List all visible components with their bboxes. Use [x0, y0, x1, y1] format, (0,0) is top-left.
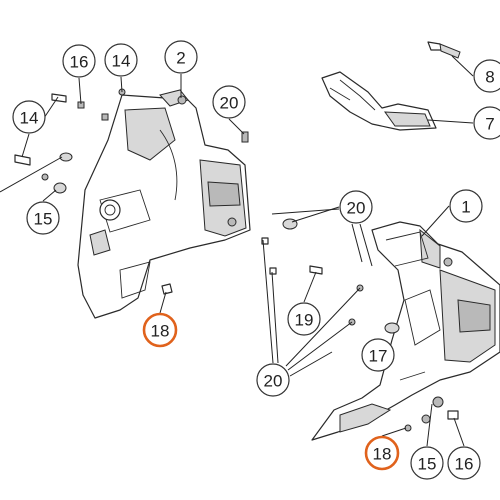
- callout-circle: [447, 446, 481, 480]
- callout-1: 1: [449, 189, 483, 223]
- callout-18: 18: [364, 435, 400, 471]
- callout-14: 14: [12, 100, 46, 134]
- callout-number: 16: [70, 53, 89, 72]
- callout-circle: [473, 106, 500, 140]
- callout-circle: [364, 435, 400, 471]
- callout-number: 17: [369, 347, 388, 366]
- callout-layer: 16 14 2 14 20 15 18 8 7 20 1 19 17 20 18 15 16: [12, 40, 500, 480]
- callout-circle: [449, 189, 483, 223]
- callout-circle: [26, 201, 60, 235]
- callout-circle: [212, 85, 246, 119]
- callout-20: 20: [256, 363, 290, 397]
- callout-2: 2: [164, 40, 198, 74]
- callout-number: 20: [347, 199, 366, 218]
- callout-number: 15: [34, 210, 53, 229]
- callout-17: 17: [361, 338, 395, 372]
- callout-number: 19: [295, 311, 314, 330]
- callout-14: 14: [104, 43, 138, 77]
- callout-circle: [104, 43, 138, 77]
- callout-19: 19: [287, 302, 321, 336]
- callout-number: 7: [485, 115, 494, 134]
- right-headlight-bracket: [311, 221, 500, 441]
- callout-number: 15: [418, 455, 437, 474]
- callout-number: 20: [220, 94, 239, 113]
- callout-number: 18: [373, 445, 392, 464]
- callout-18: 18: [142, 312, 178, 348]
- callout-16: 16: [62, 44, 96, 78]
- callout-7: 7: [473, 106, 500, 140]
- callout-circle: [12, 100, 46, 134]
- callout-15: 15: [26, 201, 60, 235]
- callout-number: 20: [264, 372, 283, 391]
- right-fasteners: [261, 218, 459, 432]
- callout-circle: [339, 190, 373, 224]
- callout-number: 8: [485, 68, 494, 87]
- callout-20: 20: [339, 190, 373, 224]
- callout-circle: [256, 363, 290, 397]
- callout-circle: [62, 44, 96, 78]
- callout-number: 14: [20, 109, 39, 128]
- upper-mount-plate: [321, 71, 437, 131]
- left-fasteners: [14, 88, 249, 295]
- callout-20: 20: [212, 85, 246, 119]
- callout-number: 1: [461, 198, 470, 217]
- callout-circle: [473, 59, 500, 93]
- callout-16: 16: [447, 446, 481, 480]
- callout-circle: [287, 302, 321, 336]
- screw-8: [427, 41, 461, 59]
- callout-number: 14: [112, 52, 131, 71]
- callout-circle: [142, 312, 178, 348]
- callout-8: 8: [473, 59, 500, 93]
- callout-circle: [361, 338, 395, 372]
- callout-15: 15: [410, 446, 444, 480]
- callout-number: 16: [455, 455, 474, 474]
- callout-circle: [410, 446, 444, 480]
- leader-lines: [0, 55, 474, 447]
- left-headlight-bracket: [77, 89, 251, 319]
- callout-circle: [164, 40, 198, 74]
- callout-number: 18: [151, 322, 170, 341]
- callout-number: 2: [176, 49, 185, 68]
